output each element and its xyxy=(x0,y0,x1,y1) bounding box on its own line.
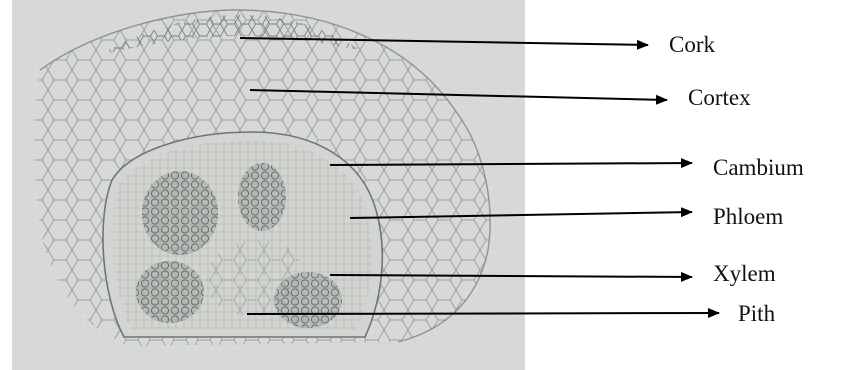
label-pith: Pith xyxy=(738,302,775,325)
label-phloem: Phloem xyxy=(713,205,783,228)
arrow-pith xyxy=(247,313,719,314)
label-cork: Cork xyxy=(669,33,715,56)
label-cambium: Cambium xyxy=(713,156,804,179)
label-cortex: Cortex xyxy=(688,86,751,109)
label-xylem: Xylem xyxy=(713,262,776,285)
